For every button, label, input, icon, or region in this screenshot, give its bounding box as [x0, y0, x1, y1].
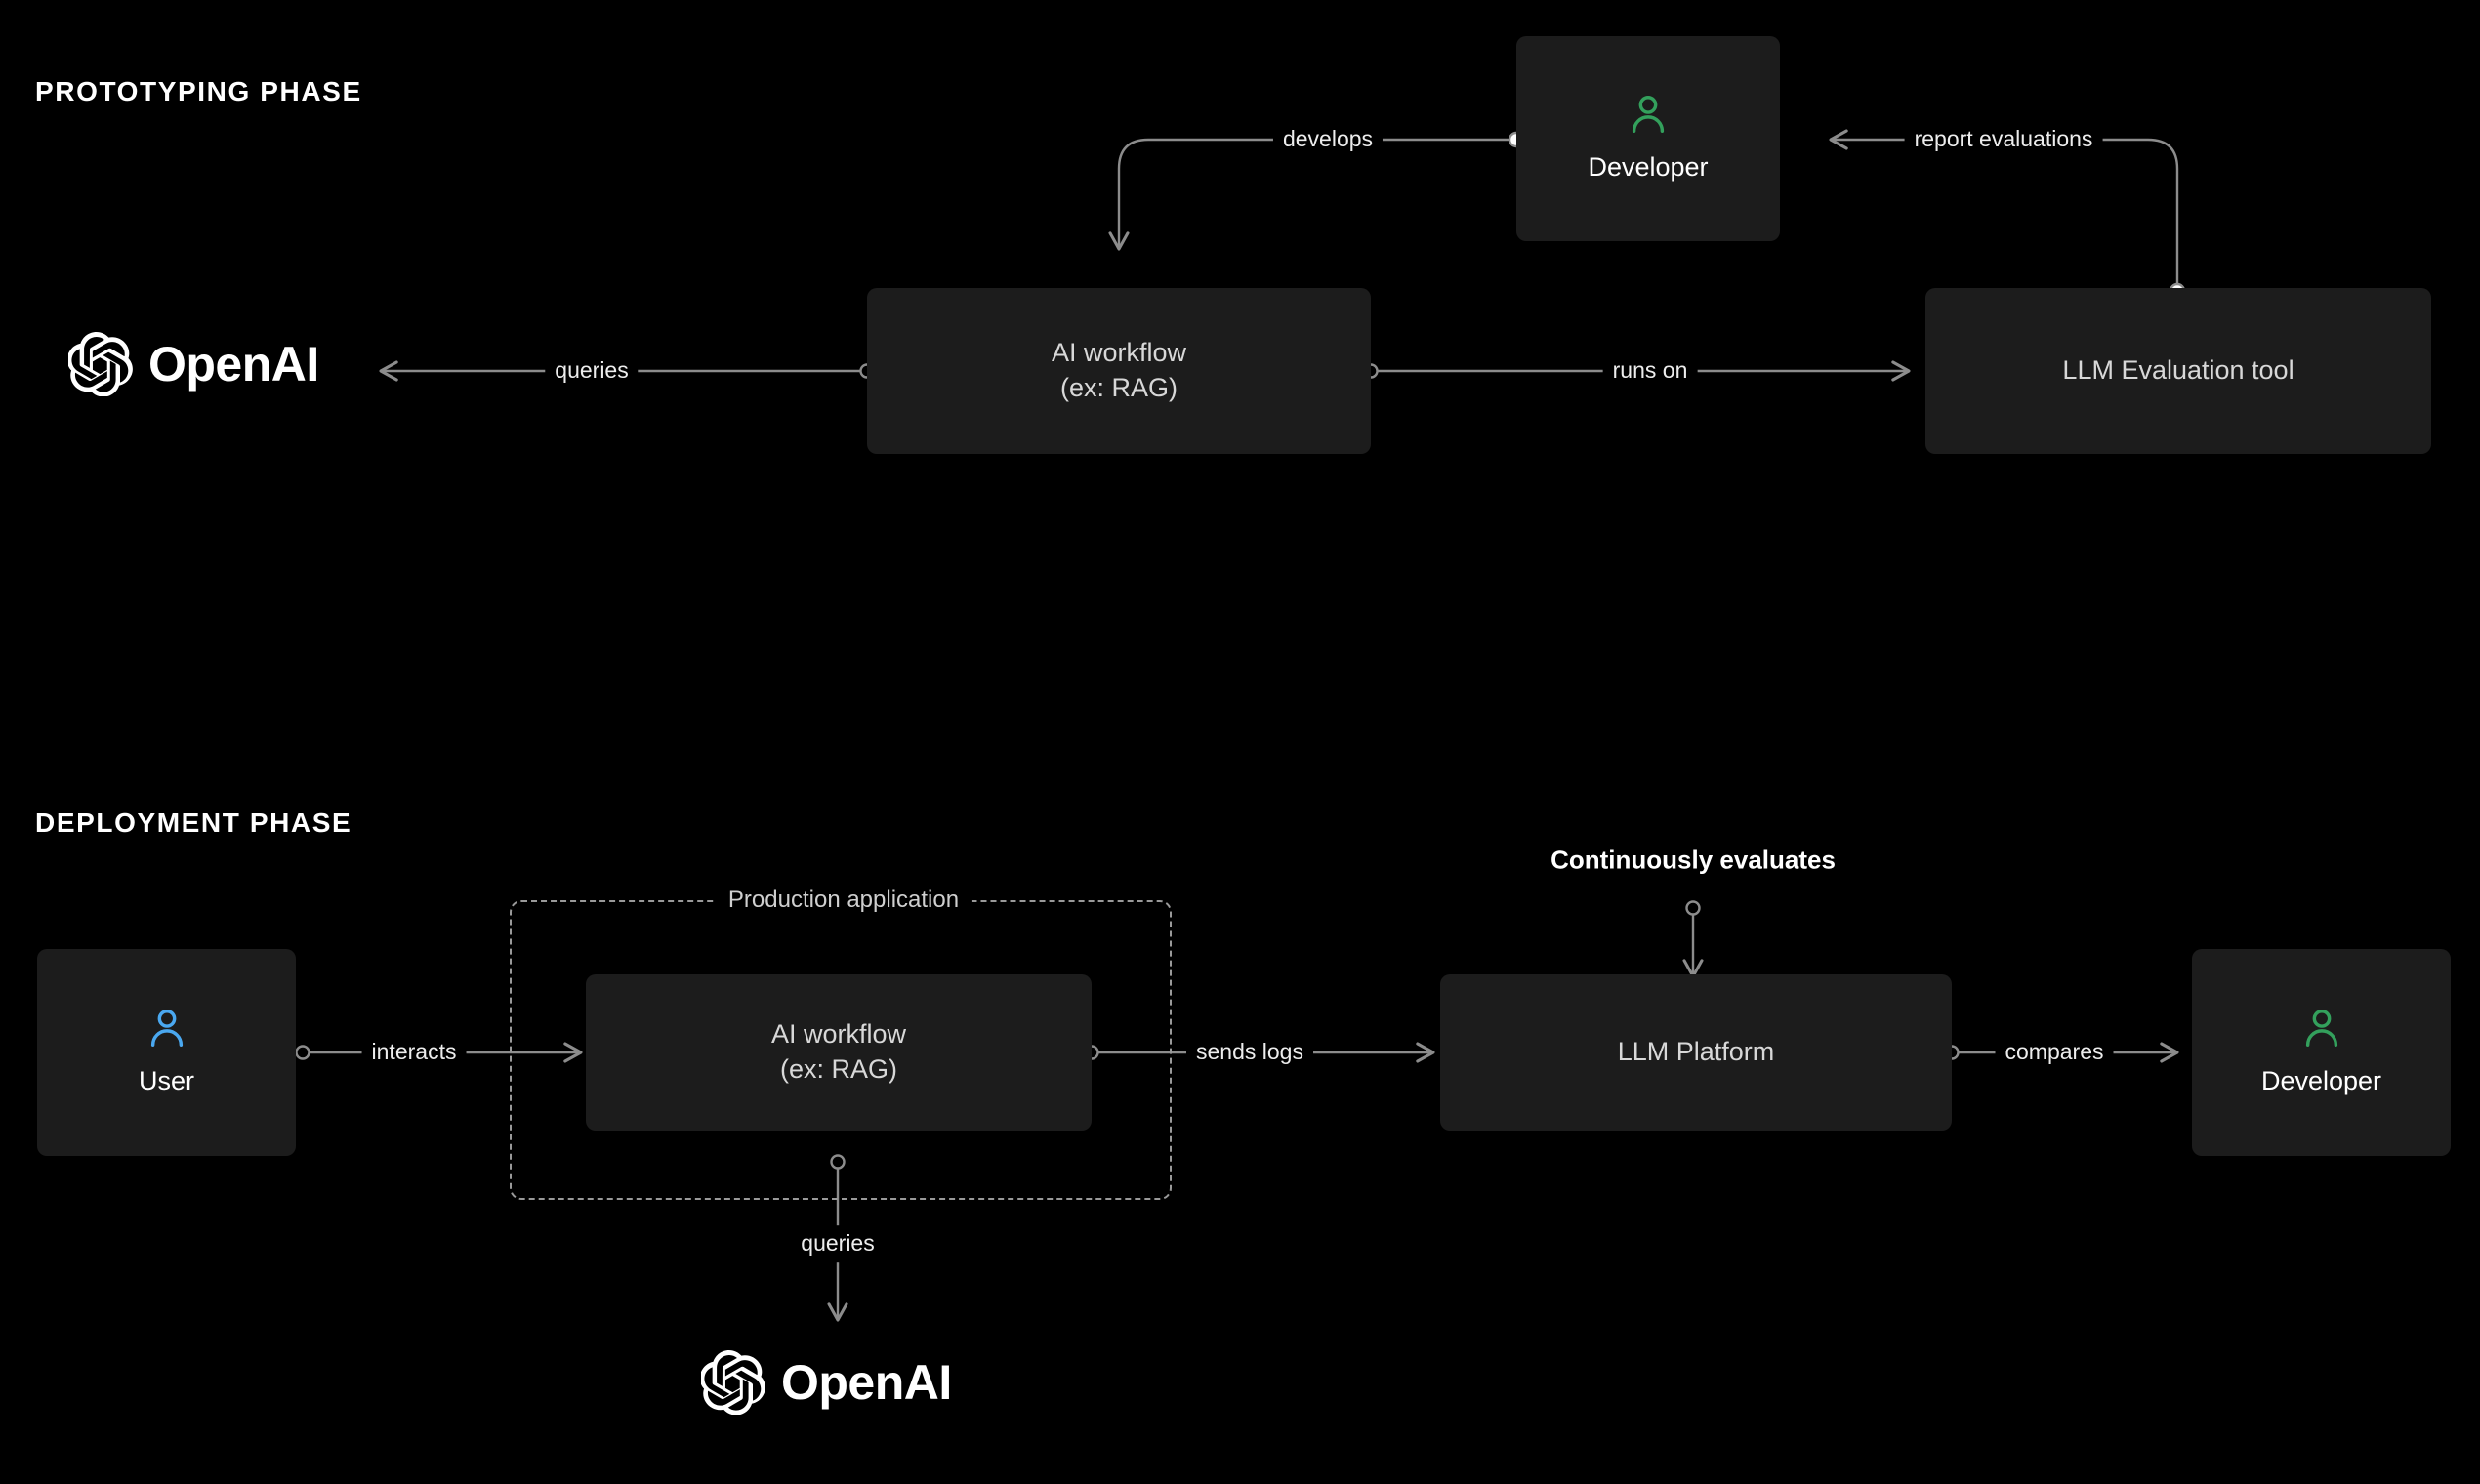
node-user[interactable]: User [37, 949, 296, 1156]
openai-logomark-icon [68, 332, 133, 396]
openai-logo-prototyping: OpenAI [68, 332, 319, 396]
person-icon [2305, 1010, 2337, 1048]
edge-label-sends-logs: sends logs [1186, 1034, 1313, 1071]
node-ai-workflow-prototyping[interactable]: AI workflow (ex: RAG) [867, 288, 1371, 454]
node-llm-evaluation-tool[interactable]: LLM Evaluation tool [1925, 288, 2431, 454]
edge-label-continuously-evaluates: Continuously evaluates [1550, 845, 1836, 875]
edge-label-interacts: interacts [361, 1034, 467, 1071]
group-title-production-application: Production application [714, 886, 973, 914]
phase-title-prototyping: PROTOTYPING PHASE [35, 76, 362, 106]
edge-report-evaluations [1829, 129, 2186, 300]
edge-continuously-evaluates [1682, 900, 1704, 978]
node-ai-workflow-deployment[interactable]: AI workflow (ex: RAG) [586, 974, 1092, 1131]
node-label: LLM Evaluation tool [2062, 355, 2294, 386]
openai-logomark-icon [701, 1350, 765, 1415]
node-label: User [138, 1066, 194, 1096]
openai-wordmark: OpenAI [148, 337, 319, 392]
node-developer-prototyping[interactable]: Developer [1516, 36, 1780, 241]
openai-logo-deployment: OpenAI [701, 1350, 952, 1415]
node-label: AI workflow (ex: RAG) [770, 1019, 907, 1084]
node-label: LLM Platform [1617, 1037, 1775, 1067]
openai-wordmark: OpenAI [781, 1355, 952, 1410]
node-developer-deployment[interactable]: Developer [2192, 949, 2451, 1156]
edge-label-report-evaluations: report evaluations [1904, 121, 2103, 158]
node-llm-platform[interactable]: LLM Platform [1440, 974, 1952, 1131]
edge-label-develops: develops [1272, 121, 1384, 158]
node-label: Developer [1588, 152, 1709, 183]
phase-title-deployment: DEPLOYMENT PHASE [35, 807, 352, 838]
edge-label-queries-bottom: queries [791, 1225, 885, 1262]
edge-label-runs-on: runs on [1602, 352, 1698, 390]
node-label: Developer [2260, 1066, 2382, 1096]
person-icon [150, 1010, 183, 1048]
node-label: AI workflow (ex: RAG) [1051, 338, 1187, 402]
edge-label-queries: queries [545, 352, 639, 390]
edge-label-compares: compares [1995, 1034, 2114, 1071]
person-icon [1632, 96, 1665, 134]
